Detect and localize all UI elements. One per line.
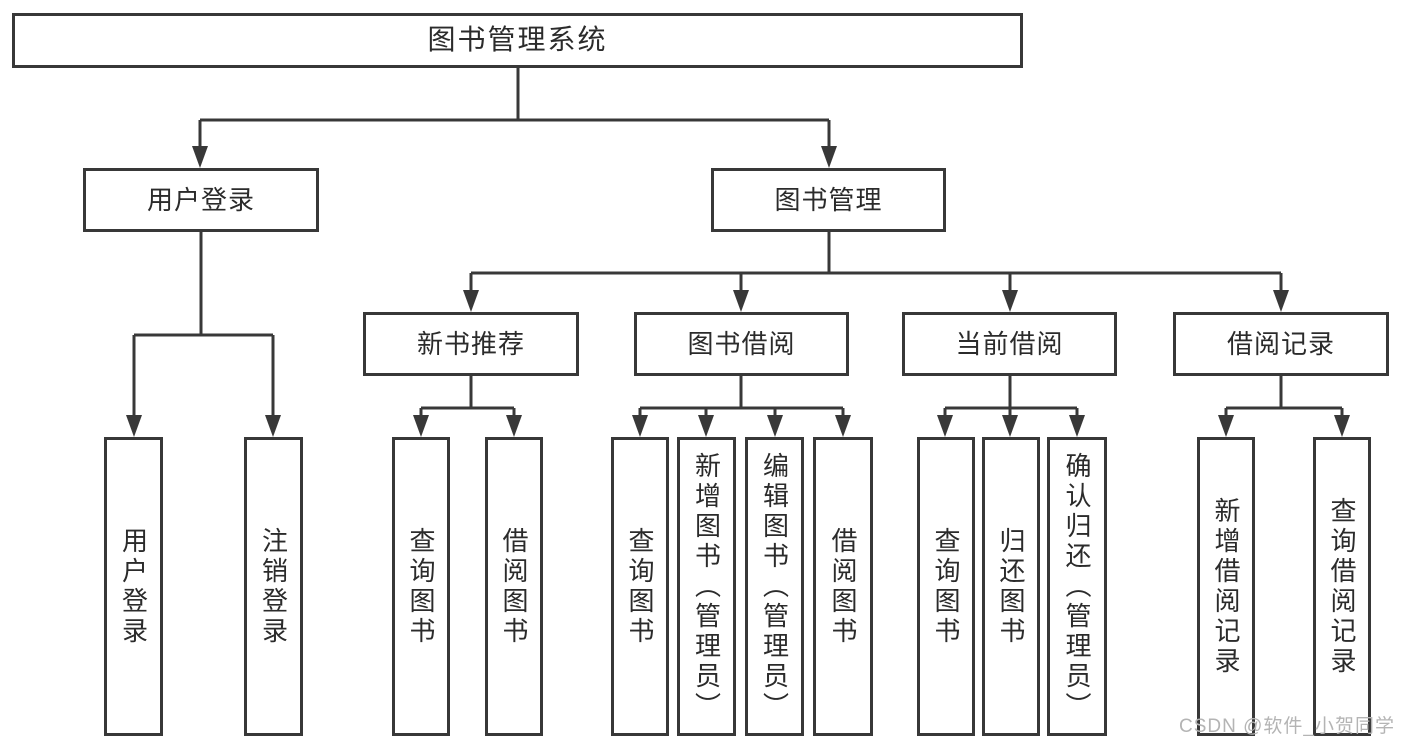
csdn-watermark: CSDN @软件_小贺同学 bbox=[1179, 716, 1395, 737]
connector-user-login-children bbox=[126, 232, 281, 437]
node-book-management: 图书管理 bbox=[711, 168, 946, 232]
node-label: 新增图书（管理员） bbox=[691, 451, 722, 722]
node-leaf-edit-books-admin: 编辑图书（管理员） bbox=[745, 437, 804, 736]
node-leaf-user-login: 用户登录 bbox=[104, 437, 163, 736]
node-leaf-logout: 注销登录 bbox=[244, 437, 303, 736]
node-label: 查询图书 bbox=[406, 526, 436, 647]
node-leaf-borrow-books-borrowing: 借阅图书 bbox=[813, 437, 873, 736]
node-label: 确认归还（管理员） bbox=[1062, 451, 1092, 722]
node-label: 图书管理系统 bbox=[427, 24, 608, 56]
node-label: 用户登录 bbox=[118, 526, 149, 647]
connector-root-to-level2 bbox=[192, 68, 837, 168]
node-label: 借阅图书 bbox=[828, 526, 858, 647]
node-leaf-return-books: 归还图书 bbox=[982, 437, 1040, 736]
node-leaf-add-books-admin: 新增图书（管理员） bbox=[677, 437, 736, 736]
node-leaf-query-books-current: 查询图书 bbox=[917, 437, 975, 736]
connector-current-borrowing-children bbox=[937, 376, 1085, 437]
connector-new-book-recommend-children bbox=[413, 376, 522, 437]
node-leaf-query-books-recommend: 查询图书 bbox=[392, 437, 450, 736]
node-label: 查询图书 bbox=[931, 526, 961, 647]
node-library-management-system: 图书管理系统 bbox=[12, 13, 1023, 68]
node-borrowing-records: 借阅记录 bbox=[1173, 312, 1389, 376]
node-label: 当前借阅 bbox=[955, 328, 1064, 359]
node-leaf-confirm-return-admin: 确认归还（管理员） bbox=[1047, 437, 1107, 736]
node-label: 图书管理 bbox=[774, 184, 883, 215]
node-leaf-query-books-borrowing: 查询图书 bbox=[611, 437, 669, 736]
node-label: 归还图书 bbox=[996, 526, 1026, 647]
node-label: 查询借阅记录 bbox=[1327, 496, 1357, 677]
node-label: 借阅记录 bbox=[1226, 328, 1335, 359]
node-label: 新增借阅记录 bbox=[1211, 496, 1241, 677]
node-label: 查询图书 bbox=[625, 526, 655, 647]
node-leaf-query-borrow-record: 查询借阅记录 bbox=[1313, 437, 1371, 736]
node-label: 用户登录 bbox=[146, 184, 255, 215]
node-user-login: 用户登录 bbox=[83, 168, 319, 232]
connector-borrowing-records-children bbox=[1218, 376, 1350, 437]
node-label: 图书借阅 bbox=[687, 328, 796, 359]
node-label: 编辑图书（管理员） bbox=[759, 451, 790, 722]
node-label: 新书推荐 bbox=[416, 328, 525, 359]
node-current-borrowing: 当前借阅 bbox=[902, 312, 1117, 376]
node-book-borrowing: 图书借阅 bbox=[634, 312, 849, 376]
node-new-book-recommend: 新书推荐 bbox=[363, 312, 579, 376]
connector-book-borrowing-children bbox=[632, 376, 851, 437]
node-label: 注销登录 bbox=[258, 526, 289, 647]
connector-book-management-to-level3 bbox=[463, 232, 1289, 312]
node-leaf-borrow-books-recommend: 借阅图书 bbox=[485, 437, 543, 736]
node-label: 借阅图书 bbox=[499, 526, 529, 647]
node-leaf-add-borrow-record: 新增借阅记录 bbox=[1197, 437, 1255, 736]
